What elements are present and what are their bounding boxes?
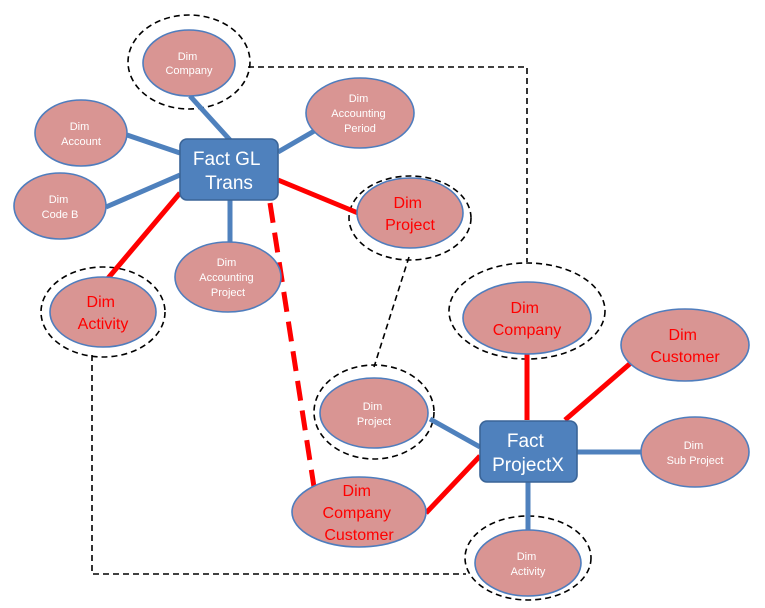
link-gl-project-red <box>277 177 359 216</box>
highlight-dim-project-red <box>348 175 472 261</box>
fact-gl-trans-label: Fact GL Trans <box>193 149 265 194</box>
dim-code-b-node[interactable] <box>13 172 107 240</box>
dim-sub-project-label: Dim Sub Project <box>667 440 724 467</box>
dim-project-red-node[interactable] <box>356 177 464 249</box>
dim-sub-project-node[interactable] <box>640 416 750 488</box>
link-px-project-small <box>428 416 482 450</box>
link-gl-company-customer <box>267 202 317 488</box>
dim-accounting-period-label: Dim Accounting Period <box>331 93 389 135</box>
dim-company-left-node[interactable] <box>142 29 236 97</box>
dim-project-small-node[interactable] <box>319 377 429 449</box>
dim-activity-small-label: Dim Activity <box>511 551 546 578</box>
dim-account-node[interactable] <box>34 99 128 167</box>
link-px-customer-red <box>563 353 642 422</box>
dim-accounting-period-node[interactable] <box>305 77 415 149</box>
link-gl-codeb <box>105 172 181 210</box>
dashed-link-project-red-to-project-small <box>373 256 410 368</box>
highlight-dim-activity-small <box>464 515 592 601</box>
fact-nodes <box>179 138 578 483</box>
dim-company-left-label: Dim Company <box>165 51 213 77</box>
dim-company-red-label: Dim Company <box>493 300 561 339</box>
dim-account-label: Dim Account <box>61 121 101 148</box>
dim-project-small-label: Dim Project <box>357 401 391 428</box>
dim-nodes <box>13 29 750 597</box>
dim-activity-small-node[interactable] <box>474 529 582 597</box>
dim-customer-red-label: Dim Customer <box>650 327 720 366</box>
dim-activity-red-label: Dim Activity <box>78 294 129 333</box>
link-gl-accounting-period <box>276 127 318 155</box>
highlight-dim-activity-red <box>40 266 166 358</box>
dashed-link-activity-red-to-activity-small <box>91 355 466 575</box>
link-gl-company <box>188 94 232 142</box>
dim-accounting-project-label: Dim Accounting Project <box>199 257 257 299</box>
dim-customer-red-node[interactable] <box>620 308 750 382</box>
dashed-link-company-left-to-company-right <box>248 66 528 262</box>
link-px-company-customer <box>424 454 482 515</box>
dashed-connectors <box>91 66 528 575</box>
link-gl-activity-red <box>102 191 182 285</box>
fact-projectx-node[interactable] <box>479 420 578 483</box>
node-labels: Fact GL Trans Fact ProjectX Dim Company … <box>42 51 724 578</box>
dim-activity-red-node[interactable] <box>49 276 157 348</box>
dim-project-red-label: Dim Project <box>385 195 435 234</box>
fact-gl-trans-node[interactable] <box>179 138 279 201</box>
dim-company-red-node[interactable] <box>462 281 592 355</box>
dim-code-b-label: Dim Code B <box>42 194 79 221</box>
fact-projectx-label: Fact ProjectX <box>492 431 564 476</box>
dim-accounting-project-node[interactable] <box>174 241 282 313</box>
dim-company-customer-node[interactable] <box>291 476 427 548</box>
highlight-dim-project-small <box>313 364 435 460</box>
dim-company-customer-label: Dim Company Customer <box>323 483 396 544</box>
link-gl-account <box>126 132 181 156</box>
highlight-dim-company-left <box>127 14 251 110</box>
links <box>102 94 642 530</box>
